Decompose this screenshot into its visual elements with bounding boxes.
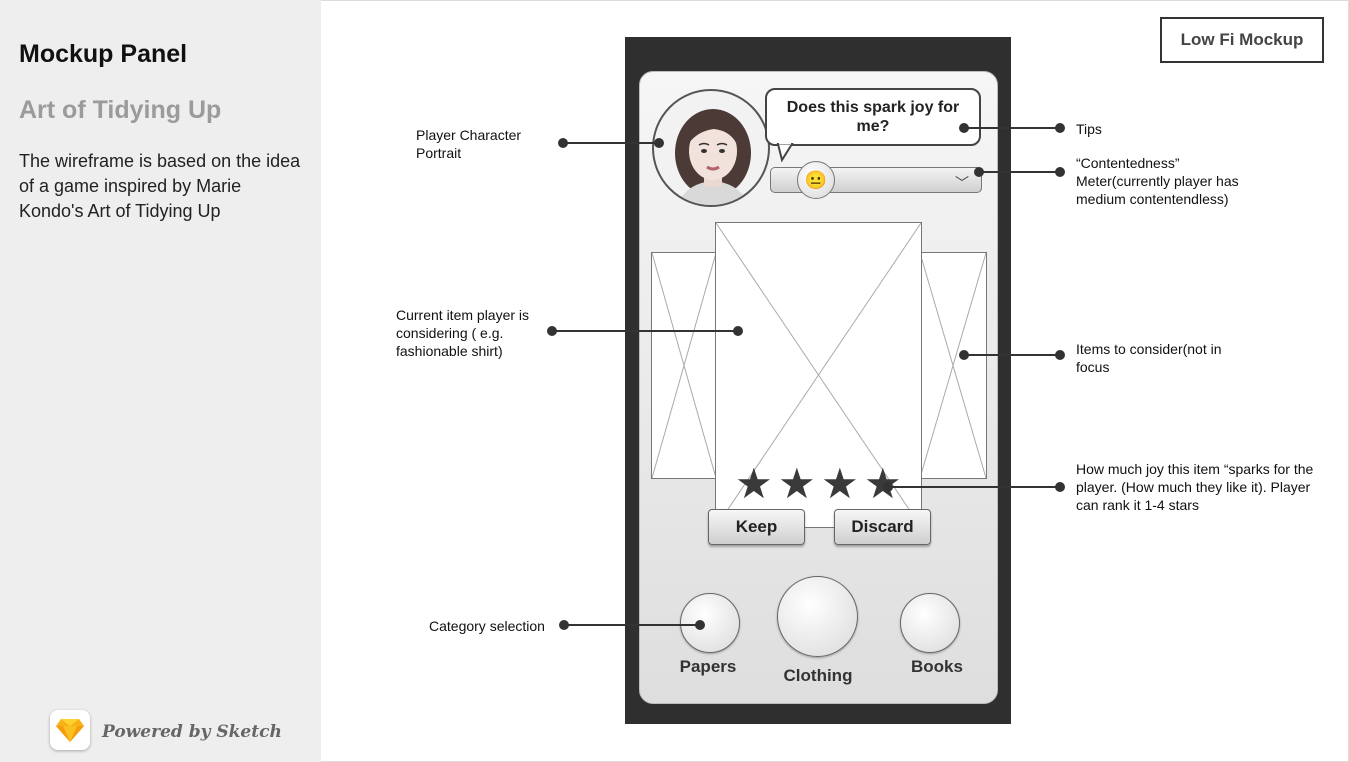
panel-description: The wireframe is based on the idea of a …	[19, 151, 301, 221]
player-portrait[interactable]	[652, 89, 770, 207]
discard-button[interactable]: Discard	[834, 509, 931, 545]
low-fi-badge: Low Fi Mockup	[1160, 17, 1324, 63]
category-papers-button[interactable]	[680, 593, 740, 653]
star-icon[interactable]: ★	[821, 460, 859, 507]
woman-avatar-icon	[675, 109, 751, 205]
star-icon[interactable]: ★	[778, 460, 816, 507]
annotation-meter: “Contentedness” Meter(currently player h…	[1076, 155, 1239, 207]
chevron-down-icon[interactable]: ﹀	[955, 175, 969, 191]
keep-button[interactable]: Keep	[708, 509, 805, 545]
sketch-logo-icon[interactable]	[50, 710, 90, 750]
tips-speech-bubble: Does this spark joy for me?	[765, 88, 981, 146]
info-panel: Mockup Panel Art of Tidying Up The wiref…	[0, 0, 321, 762]
category-label-books: Books	[911, 657, 963, 676]
image-placeholder-icon	[651, 252, 717, 479]
annotation-joy-rating: How much joy this item “sparks for the p…	[1076, 461, 1314, 513]
current-item-card[interactable]	[715, 222, 922, 528]
star-icon[interactable]: ★	[864, 460, 902, 507]
category-books-button[interactable]	[900, 593, 960, 653]
category-label-papers: Papers	[679, 657, 737, 676]
annotation-tips: Tips	[1076, 121, 1102, 137]
annotation-category: Category selection	[429, 618, 545, 634]
panel-title: Mockup Panel	[19, 40, 188, 68]
neutral-face-icon: 😐	[797, 161, 835, 199]
category-label-clothing: Clothing	[783, 666, 853, 685]
panel-subtitle: Art of Tidying Up	[19, 96, 222, 124]
item-card-left[interactable]	[651, 252, 717, 479]
annotation-portrait: Player Character Portrait	[416, 127, 522, 161]
image-placeholder-icon	[715, 222, 922, 528]
star-icon[interactable]: ★	[735, 460, 773, 507]
annotation-other-items: Items to consider(not in focus	[1076, 341, 1222, 375]
category-clothing-button[interactable]	[777, 576, 858, 657]
image-placeholder-icon	[919, 252, 987, 479]
powered-by-sketch[interactable]: Powered by Sketch	[102, 722, 282, 742]
annotation-current-item: Current item player is considering ( e.g…	[396, 307, 530, 359]
